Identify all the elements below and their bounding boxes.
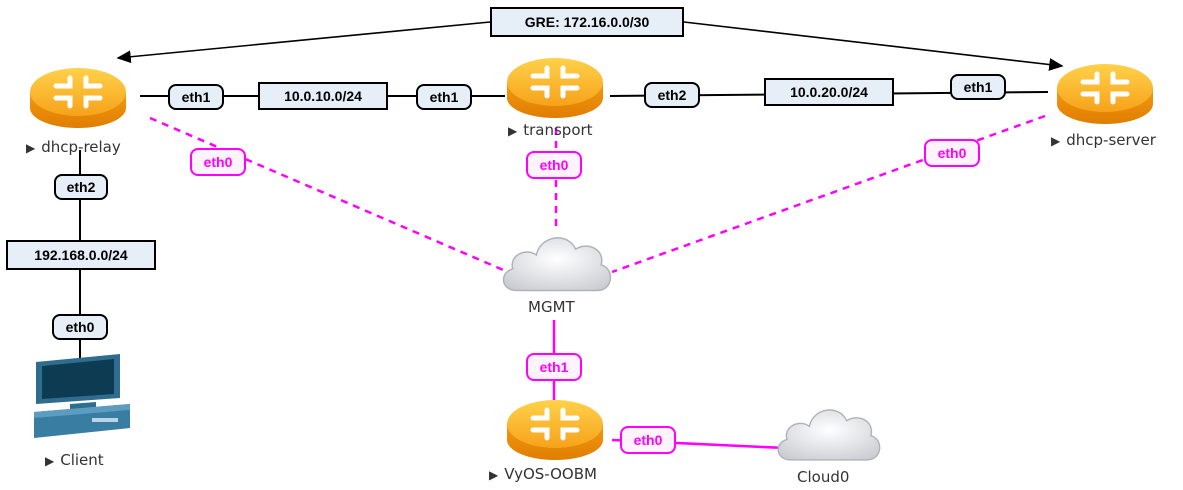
router-icon-dhcp-server[interactable] — [1057, 64, 1153, 124]
interface-tag-transport-eth2[interactable]: eth2 — [644, 82, 700, 108]
cloud-icon-mgmt[interactable] — [502, 237, 612, 292]
node-label-vyos-oobm[interactable]: ▶VyOS-OOBM — [489, 465, 597, 483]
link-relay-mgmt — [149, 116, 509, 274]
expand-triangle-icon[interactable]: ▶ — [1051, 134, 1061, 148]
node-label-cloud0[interactable]: Cloud0 — [797, 468, 850, 486]
gre-tunnel-link — [116, 21, 1064, 71]
cloud-icon-cloud0[interactable] — [777, 409, 881, 461]
interface-tag-transport-eth0[interactable]: eth0 — [526, 151, 582, 179]
network-label-192-168-0-0[interactable]: 192.168.0.0/24 — [6, 240, 156, 270]
node-label-client[interactable]: ▶Client — [45, 451, 104, 469]
interface-tag-oobm-eth1[interactable]: eth1 — [526, 353, 582, 381]
router-icon-dhcp-relay[interactable] — [30, 68, 126, 128]
network-label-10-0-10-0[interactable]: 10.0.10.0/24 — [258, 82, 388, 110]
expand-triangle-icon[interactable]: ▶ — [489, 468, 499, 482]
expand-triangle-icon[interactable]: ▶ — [508, 124, 518, 138]
network-label-10-0-20-0[interactable]: 10.0.20.0/24 — [764, 78, 894, 106]
node-label-dhcp-relay[interactable]: ▶dhcp-relay — [26, 138, 121, 156]
interface-tag-server-eth0[interactable]: eth0 — [924, 139, 980, 167]
interface-tag-transport-eth1[interactable]: eth1 — [416, 84, 472, 110]
node-label-mgmt[interactable]: MGMT — [528, 298, 575, 316]
expand-triangle-icon[interactable]: ▶ — [26, 141, 36, 155]
router-icon-transport[interactable] — [507, 58, 603, 118]
link-server-mgmt — [611, 114, 1046, 274]
computer-icon-client[interactable] — [34, 354, 130, 438]
node-label-transport[interactable]: ▶transport — [508, 121, 593, 139]
interface-tag-server-eth1[interactable]: eth1 — [950, 74, 1006, 100]
interface-tag-relay-eth1[interactable]: eth1 — [168, 84, 224, 110]
node-label-dhcp-server[interactable]: ▶dhcp-server — [1051, 131, 1156, 149]
expand-triangle-icon[interactable]: ▶ — [45, 454, 55, 468]
router-icon-vyos-oobm[interactable] — [507, 400, 603, 460]
interface-tag-relay-eth2[interactable]: eth2 — [54, 174, 108, 200]
interface-tag-relay-eth0[interactable]: eth0 — [190, 148, 246, 176]
interface-tag-client-eth0[interactable]: eth0 — [52, 314, 108, 340]
interface-tag-oobm-eth0[interactable]: eth0 — [620, 426, 676, 454]
gre-network-label[interactable]: GRE: 172.16.0.0/30 — [490, 7, 684, 37]
